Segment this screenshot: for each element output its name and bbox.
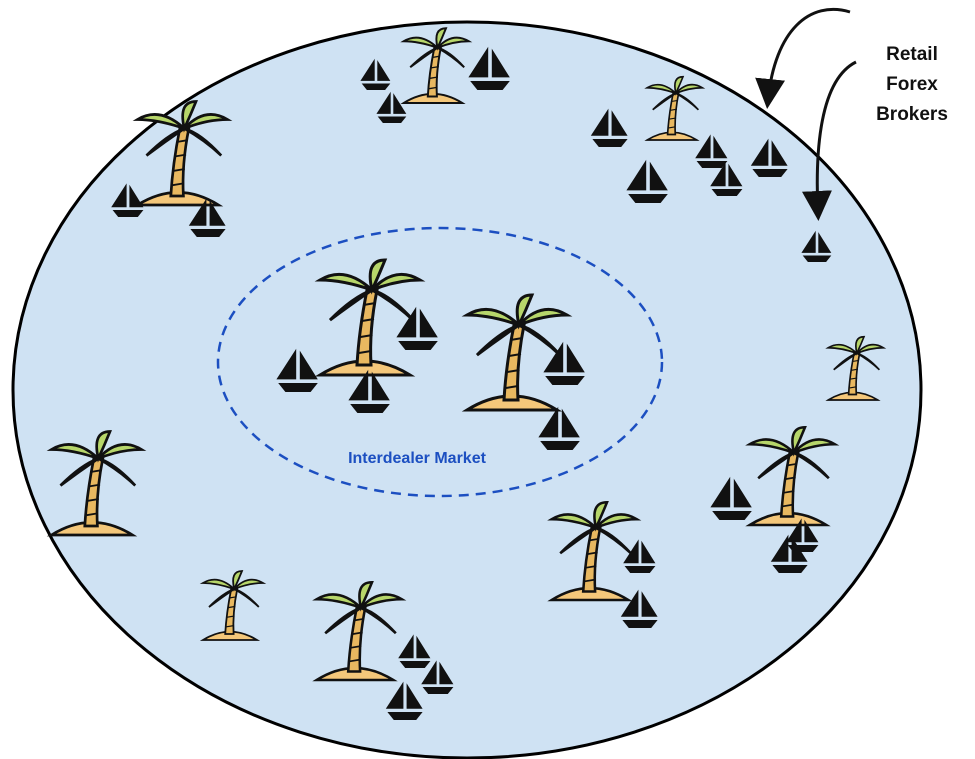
curved-arrow-icon [802,60,857,221]
interdealer-market-label: Interdealer Market [348,450,487,467]
curved-arrow-icon [755,7,851,109]
label-line-1: Retail [886,44,938,65]
palm-tree-island-icon [644,75,706,141]
sailboat-icon [398,634,431,668]
sailboat-icon [468,46,510,90]
interdealer-market-boundary [216,226,664,498]
retail-market-ocean [11,20,923,759]
palm-tree-island-icon [132,100,233,207]
sailboat-icon [626,159,668,203]
sailboat-icon [385,681,423,720]
label-line-2: Forex [886,74,938,95]
palm-tree-island-icon [312,580,407,682]
palm-tree-island-icon [825,335,887,401]
palm-tree-island-icon [547,500,642,602]
retail-forex-brokers-label: Retail Forex Brokers [876,44,948,125]
palm-tree-island-icon [400,27,473,104]
palm-tree-island-icon [199,570,267,641]
label-line-3: Brokers [876,104,948,125]
sailboat-icon [111,183,144,217]
palm-tree-island-icon [46,430,147,537]
palm-tree-island-icon [745,425,840,527]
